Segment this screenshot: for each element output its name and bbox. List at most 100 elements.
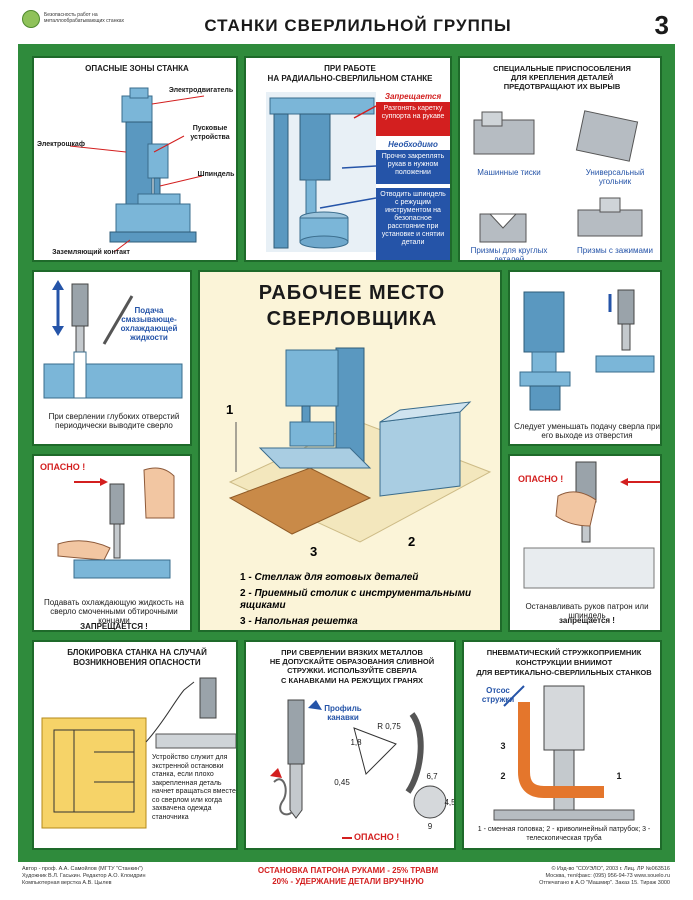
sheet-number: 3: [654, 10, 669, 40]
radial-drill-illustration: [266, 92, 377, 252]
viscous-title-2: НЕ ДОПУСКАЙТЕ ОБРАЗОВАНИЯ СЛИВНОЙ СТРУЖК…: [269, 657, 435, 675]
legend-num: 2: [240, 588, 246, 599]
fixture-vise: Машинные тиски: [477, 168, 541, 177]
chuck-forbidden: запрещается !: [559, 616, 615, 625]
radial-title-2: НА РАДИАЛЬНО-СВЕРЛИЛЬНОМ СТАНКЕ: [267, 74, 433, 83]
workplace-num-3: 3: [310, 544, 318, 559]
radial-title-1: ПРИ РАБОТЕ: [324, 64, 376, 73]
label-motor: Электродвигатель: [168, 87, 234, 94]
panel-deep-holes: Подача смазывающе-охлаждающей жидкости П…: [32, 270, 192, 446]
panel-hazard-title: ОПАСНЫЕ ЗОНЫ СТАНКА: [85, 64, 189, 73]
footer-publisher-2: Москва, тел/факс: (095) 956-94-73 www.so…: [545, 873, 671, 879]
footer-credit-3: Компьютерная верстка А.В. Цылев: [22, 880, 112, 886]
coolant-forbidden: ЗАПРЕЩАЕТСЯ !: [80, 622, 148, 631]
required-box-1: Прочно закреплять рукав в нужном положен…: [376, 150, 450, 184]
deep-coolant-label: Подача смазывающе-охлаждающей жидкости: [120, 306, 178, 342]
footer-stat-1: ОСТАНОВКА ПАТРОНА РУКАМИ - 25% ТРАВМ: [257, 866, 439, 875]
label-cabinet: Электрошкаф: [37, 141, 85, 148]
lockout-illustration: [41, 677, 236, 829]
coolant-illustration: [57, 467, 175, 579]
pneumo-suction-label: Отсос стружки: [481, 686, 515, 704]
pneumo-title-1: ПНЕВМАТИЧЕСКИЙ СТРУЖКОПРИЕМНИК: [486, 648, 642, 657]
panel-lockout: БЛОКИРОВКА СТАНКА НА СЛУЧАЙ ВОЗНИКНОВЕНИ…: [32, 640, 238, 850]
legend-num: 3: [240, 616, 246, 627]
pneumo-caption: 1 - сменная головка; 2 - криволинейный п…: [477, 826, 651, 842]
footer-credit-2: Художник В.Л. Гаськин. Редактор А.О. Кло…: [22, 873, 146, 879]
footer-credit-1: Автор - проф. А.А. Самойлов (МГТУ "Станк…: [22, 866, 143, 872]
panel-hazard-zones: ОПАСНЫЕ ЗОНЫ СТАНКА Электродвигатель Эле…: [32, 56, 238, 262]
workplace-title-1: РАБОЧЕЕ МЕСТО: [258, 282, 446, 304]
viscous-dim-3: 6,7: [426, 772, 438, 781]
feed-caption: Следует уменьшать подачу сверла при его …: [514, 422, 660, 440]
logo-icon: [22, 10, 40, 28]
legend-row-3: 3 - Напольная решетка: [240, 616, 490, 628]
workplace-num-1: 1: [226, 402, 234, 417]
panel-coolant: ОПАСНО ! Подавать охлаждающую жидкость н…: [32, 454, 192, 632]
fixture-prism-round: Призмы для круглых деталей: [470, 246, 548, 262]
footer-publisher-3: Отпечатано в А.О "Машмир". Заказ 15. Тир…: [539, 880, 670, 886]
pneumo-title-2: КОНСТРУКЦИИ ВНИИМОТ: [515, 658, 613, 667]
fixture-prism-clamp: Призмы с зажимами: [577, 246, 653, 255]
workplace-num-2: 2: [408, 534, 416, 549]
viscous-danger: ОПАСНО !: [354, 832, 400, 842]
lock-title-2: ВОЗНИКНОВЕНИЯ ОПАСНОСТИ: [73, 658, 201, 667]
footer-stat-2: 20% - УДЕРЖАНИЕ ДЕТАЛИ ВРУЧНУЮ: [272, 877, 424, 886]
viscous-title-1: ПРИ СВЕРЛЕНИИ ВЯЗКИХ МЕТАЛЛОВ: [281, 648, 423, 657]
chuck-caption: Останавливать руков патрон или шпиндель: [525, 602, 649, 620]
legend-text: Напольная решетка: [254, 616, 358, 627]
panel-feed: Следует уменьшать подачу сверла при его …: [508, 270, 662, 446]
legend-text: Приемный столик с инструментальными ящик…: [240, 588, 472, 611]
forbidden-box: Разгонять каретку суппорта на рукаве: [376, 102, 450, 136]
legend-row-2: 2 - Приемный столик с инструментальными …: [240, 588, 490, 612]
legend-dash: -: [248, 588, 252, 599]
viscous-dim-4: 4,5: [444, 798, 456, 807]
label-spindle: Шпиндель: [197, 171, 235, 178]
required-box-2: Отводить шпиндель с режущим инструментом…: [376, 188, 450, 260]
forbidden-head: Запрещается: [384, 92, 442, 101]
legend-text: Стеллаж для готовых деталей: [254, 572, 419, 583]
legend-dash: -: [248, 616, 252, 627]
viscous-dim-r: R 0,75: [377, 722, 401, 731]
workplace-illustration: [228, 347, 492, 543]
page-title: СТАНКИ СВЕРЛИЛЬНОЙ ГРУППЫ: [204, 16, 512, 35]
coolant-danger: ОПАСНО !: [40, 462, 86, 472]
viscous-profile-label: Профиль канавки: [324, 704, 362, 722]
label-ground: Заземляющий контакт: [52, 249, 130, 256]
pneumo-title-3: ДЛЯ ВЕРТИКАЛЬНО-СВЕРЛИЛЬНЫХ СТАНКОВ: [476, 668, 652, 677]
legend-num: 1: [240, 572, 246, 583]
chuck-illustration: [523, 461, 660, 589]
fixtures-title-2: ДЛЯ КРЕПЛЕНИЯ ДЕТАЛЕЙ: [510, 73, 614, 82]
panel-chuck: ОПАСНО ! Останавливать руков патрон или …: [508, 454, 662, 632]
header: Безопасность работ на металлообрабатываю…: [18, 8, 675, 44]
legend-row-1: 1 - Стеллаж для готовых деталей: [240, 572, 490, 584]
viscous-dim-2: 0,45: [334, 778, 350, 787]
deep-hole-illustration: [43, 280, 183, 399]
viscous-dim-1: 1,8: [350, 738, 362, 747]
viscous-illustration: [270, 699, 447, 839]
fixtures-illustration: [473, 110, 643, 243]
feed-illustration: [519, 289, 655, 411]
coolant-caption: Подавать охлаждающую жидкость на сверло …: [44, 598, 184, 625]
lock-text: Устройство служит для экстренной останов…: [152, 754, 236, 821]
workplace-title-2: СВЕРЛОВЩИКА: [266, 308, 438, 330]
pneumo-num-2: 2: [500, 771, 506, 781]
pneumo-num-3: 3: [500, 741, 506, 751]
required-head: Необходимо: [388, 140, 438, 149]
viscous-title-3: С КАНАВКАМИ НА РЕЖУЩИХ ГРАНЯХ: [281, 676, 423, 685]
drill-press-illustration: [69, 87, 205, 253]
lock-title-1: БЛОКИРОВКА СТАНКА НА СЛУЧАЙ: [67, 648, 207, 657]
footer-publisher-1: © Изд-во "СОУЭЛО", 2003 г. Лиц. ЛР №0635…: [551, 866, 670, 872]
viscous-dim-5: 9: [427, 822, 433, 831]
panel-workplace: РАБОЧЕЕ МЕСТО СВЕРЛОВЩИКА 1 2 3 1 - Стел…: [198, 270, 502, 632]
chuck-danger: ОПАСНО !: [518, 474, 564, 484]
legend-dash: -: [248, 572, 252, 583]
logo-caption: Безопасность работ на металлообрабатываю…: [44, 12, 125, 24]
label-start-devices: Пусковые устройства: [190, 125, 230, 141]
pneumo-illustration: [493, 685, 635, 821]
deep-caption: При сверлении глубоких отверстий периоди…: [48, 412, 180, 430]
footer: Автор - проф. А.А. Самойлов (МГТУ "Станк…: [18, 862, 675, 898]
panel-viscous: ПРИ СВЕРЛЕНИИ ВЯЗКИХ МЕТАЛЛОВ НЕ ДОПУСКА…: [244, 640, 456, 850]
panel-pneumo: ПНЕВМАТИЧЕСКИЙ СТРУЖКОПРИЕМНИК КОНСТРУКЦ…: [462, 640, 662, 850]
panel-fixtures: СПЕЦИАЛЬНЫЕ ПРИСПОСОБЛЕНИЯ ДЛЯ КРЕПЛЕНИЯ…: [458, 56, 662, 262]
